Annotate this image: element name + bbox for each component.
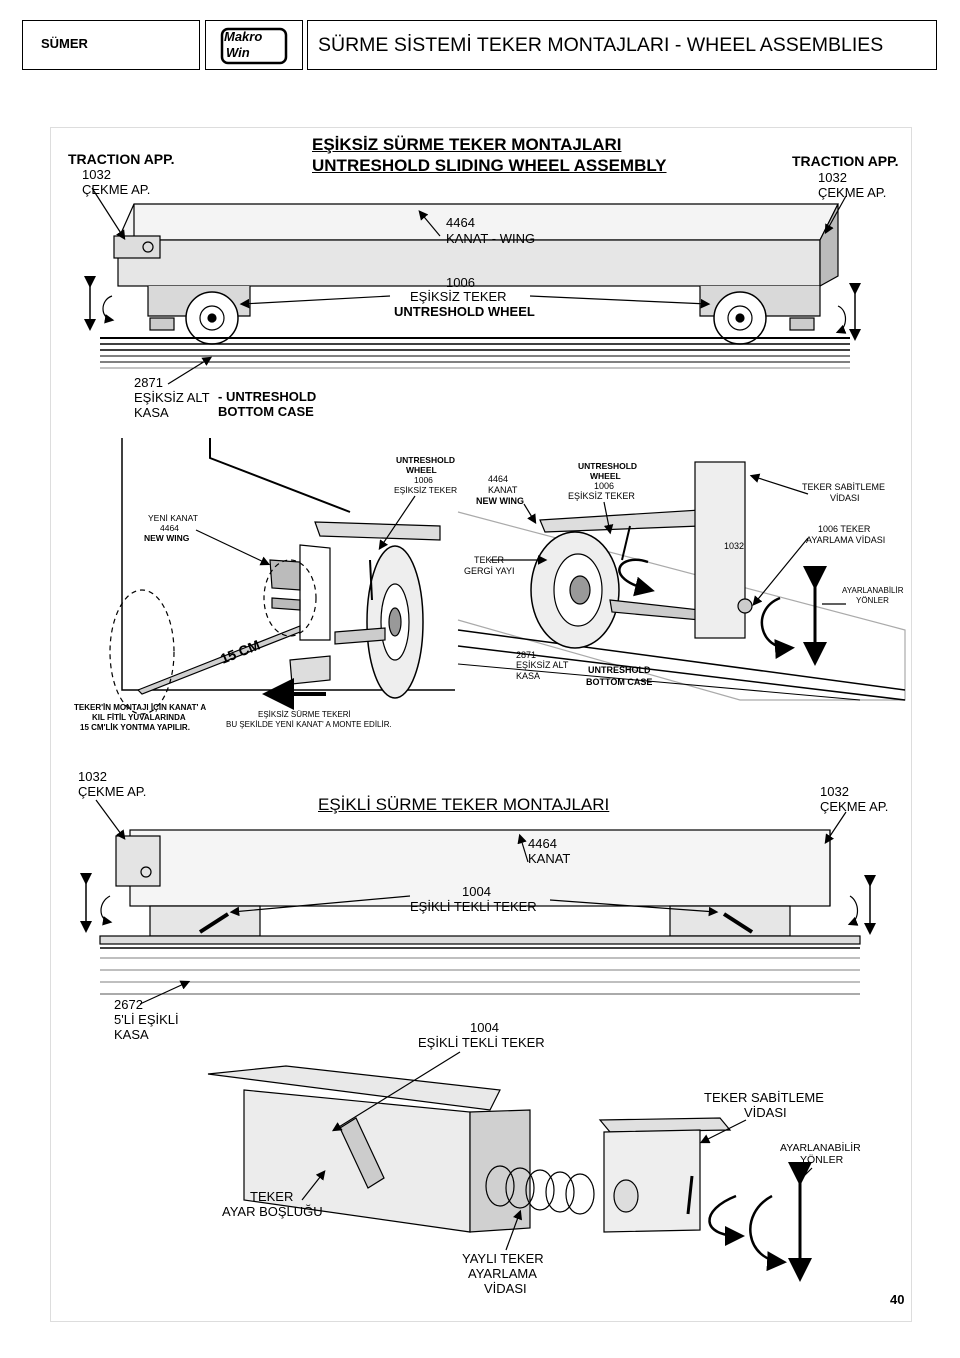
section4-detail xyxy=(207,1051,813,1282)
s4-spring2: AYARLAMA xyxy=(468,1266,537,1281)
s2-note1-l2: KIL FİTİL YUVALARINDA xyxy=(92,713,186,722)
s4-spring1: YAYLI TEKER xyxy=(462,1251,544,1266)
brand-box: SÜMER xyxy=(22,20,200,70)
s1-wheel-en: UNTRESHOLD WHEEL xyxy=(394,304,535,319)
s1-left-cekme: ÇEKME AP. xyxy=(82,182,151,197)
s2-adj2: AYARLAMA VİDASI xyxy=(806,535,886,545)
s1-wing-code: 4464 xyxy=(446,215,475,230)
s2-r-wheel-tr: EŞİKSİZ TEKER xyxy=(568,491,635,501)
s1-title-tr: EŞİKSİZ SÜRME TEKER MONTAJLARI xyxy=(312,135,622,154)
s2-r-wing-tr: KANAT xyxy=(488,485,518,495)
s2-wheel-en2: WHEEL xyxy=(406,465,437,475)
section3-assembly xyxy=(80,799,876,1005)
logo-text-top: Makro xyxy=(224,29,263,44)
s2-spring1: TEKER xyxy=(474,555,505,565)
drawing-panel xyxy=(50,127,912,1322)
s2-r-wheel-en2: WHEEL xyxy=(590,471,621,481)
s2-case-en1: UNTRESHOLD xyxy=(588,665,651,675)
s3-case-l1: 5'Lİ EŞİKLİ xyxy=(114,1012,179,1027)
s2-r-wing-code: 4464 xyxy=(488,474,509,484)
s4-dir1: AYARLANABİLİR xyxy=(780,1142,861,1154)
s1-case-en2: BOTTOM CASE xyxy=(218,404,314,419)
title-box: SÜRME SİSTEMİ TEKER MONTAJLARI - WHEEL A… xyxy=(307,20,937,70)
s2-r-wheel-en1: UNTRESHOLD xyxy=(578,461,638,471)
section2-left-detail xyxy=(109,438,455,715)
s2-new-wing-en: NEW WING xyxy=(144,533,190,543)
s1-title-en: UNTRESHOLD SLIDING WHEEL ASSEMBLY xyxy=(312,156,667,175)
s2-wheel-tr: EŞİKSİZ TEKER xyxy=(394,485,458,495)
s4-gap2: AYAR BOŞLUĞU xyxy=(222,1204,323,1219)
s1-wheel-tr: EŞİKSİZ TEKER xyxy=(410,289,507,304)
s4-wheel-code: 1004 xyxy=(470,1020,499,1035)
s2-case-tr1: EŞİKSİZ ALT xyxy=(516,660,569,670)
s2-note1-l3: 15 CM'LİK YONTMA YAPILIR. xyxy=(80,723,190,732)
s1-right-traction: TRACTION APP. xyxy=(792,153,899,169)
s1-right-code: 1032 xyxy=(818,170,847,185)
s1-right-cekme: ÇEKME AP. xyxy=(818,185,887,200)
makro-win-logo xyxy=(220,27,288,65)
s3-wing-label: KANAT xyxy=(528,851,571,866)
s2-note2-l1: EŞİKSİZ SÜRME TEKERİ xyxy=(258,710,351,719)
s1-case-tr1: EŞİKSİZ ALT xyxy=(134,390,210,405)
s2-spring2: GERGİ YAYI xyxy=(464,566,515,576)
s1-wheel-code: 1006 xyxy=(446,275,475,290)
s2-case-en2: BOTTOM CASE xyxy=(586,677,653,687)
s4-wheel-label: EŞİKLİ TEKLİ TEKER xyxy=(418,1035,545,1050)
s2-dir2: YÖNLER xyxy=(856,596,889,605)
s1-left-traction: TRACTION APP. xyxy=(68,151,175,167)
s1-case-code: 2871 xyxy=(134,375,163,390)
s2-wheel-en1: UNTRESHOLD xyxy=(396,455,456,465)
section2-right-detail xyxy=(457,461,906,701)
s3-wheel-label: EŞİKLİ TEKLİ TEKER xyxy=(410,899,537,914)
s2-r-wing-en: NEW WING xyxy=(476,496,524,506)
page-title: SÜRME SİSTEMİ TEKER MONTAJLARI - WHEEL A… xyxy=(318,34,884,56)
s2-fix2: VİDASI xyxy=(830,493,860,503)
s1-left-code: 1032 xyxy=(82,167,111,182)
s2-wheel-code: 1006 xyxy=(414,475,433,485)
s1-wing-label: KANAT - WING xyxy=(446,231,536,246)
s3-case-l2: KASA xyxy=(114,1027,149,1042)
s1-case-tr2: KASA xyxy=(134,405,169,420)
brand-name: SÜMER xyxy=(41,36,88,51)
s4-dir2: YÖNLER xyxy=(800,1154,844,1166)
s4-gap1: TEKER xyxy=(250,1189,294,1204)
page-number: 40 xyxy=(890,1292,905,1307)
s4-spring3: VİDASI xyxy=(484,1281,527,1296)
s3-right-cekme: ÇEKME AP. xyxy=(820,799,889,814)
s3-wheel-code: 1004 xyxy=(462,884,491,899)
s2-adj1: 1006 TEKER xyxy=(818,524,871,534)
s2-dir1: AYARLANABİLİR xyxy=(842,586,904,595)
logo-text-bottom: Win xyxy=(226,45,250,60)
s3-left-code: 1032 xyxy=(78,769,107,784)
s3-right-code: 1032 xyxy=(820,784,849,799)
s2-new-wing-code: 4464 xyxy=(160,523,179,533)
logo-box: Makro Win xyxy=(205,20,303,70)
s2-note1-l1: TEKER'İN MONTAJI İÇİN KANAT' A xyxy=(74,703,207,712)
s4-fix2: VİDASI xyxy=(744,1105,787,1120)
s2-bracket-code: 1032 xyxy=(724,541,745,551)
s1-case-en1: - UNTRESHOLD xyxy=(218,389,317,404)
s2-case-code: 2871 xyxy=(516,650,537,660)
s2-new-wing-tr: YENİ KANAT xyxy=(148,513,198,523)
s3-title: EŞİKLİ SÜRME TEKER MONTAJLARI xyxy=(318,795,610,814)
s3-case-code: 2672 xyxy=(114,997,143,1012)
s2-case-tr2: KASA xyxy=(516,671,541,681)
s3-left-cekme: ÇEKME AP. xyxy=(78,784,147,799)
s2-r-wheel-code: 1006 xyxy=(594,481,615,491)
s3-wing-code: 4464 xyxy=(528,836,557,851)
section1-assembly xyxy=(84,187,861,385)
s2-note2-l2: BU ŞEKİLDE YENİ KANAT' A MONTE EDİLİR. xyxy=(226,720,392,729)
s2-fix1: TEKER SABİTLEME xyxy=(802,482,886,492)
s4-fix1: TEKER SABİTLEME xyxy=(704,1090,824,1105)
